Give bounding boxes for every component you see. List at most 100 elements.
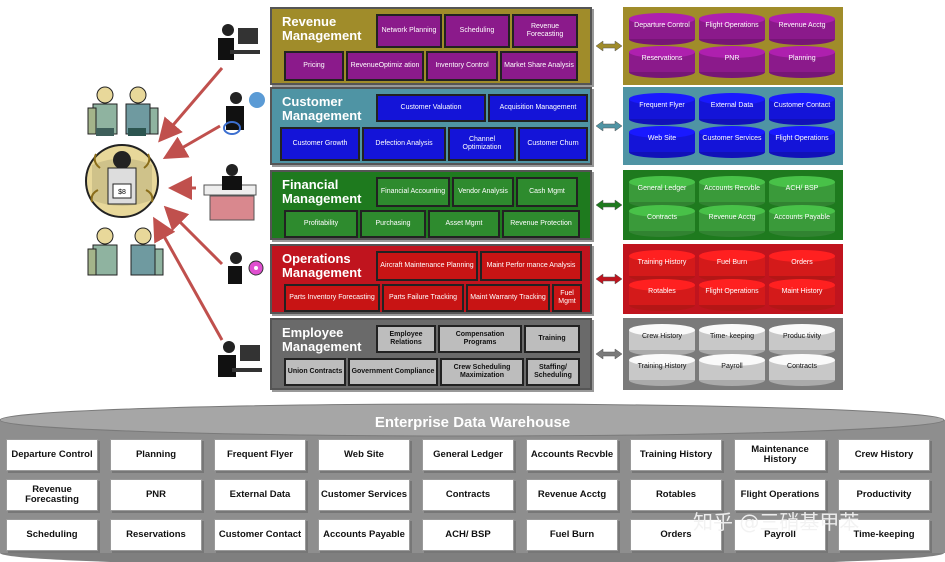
module-customer-3: Defection Analysis [362,127,446,161]
database-label: Maint History [781,288,823,295]
database-label: Frequent Flyer [639,102,685,109]
database-cylinder: Orders [769,250,835,282]
warehouse-tile: Revenue Forecasting [6,479,98,511]
database-label: External Data [710,102,754,109]
module-financial-6: Revenue Protection [502,210,580,238]
band-title-operations: Operations Management [282,251,362,280]
database-label: Training History [637,259,687,266]
module-financial-3: Profitability [284,210,358,238]
link-arrow-employee [595,348,623,360]
module-employee-2: Training [524,325,580,353]
module-financial-2: Cash Mgmt [516,177,578,207]
database-label: Time- keeping [709,333,755,340]
warehouse-tile: Rotables [630,479,722,511]
warehouse-tile: Maintenance History [734,439,826,471]
database-label: Web Site [647,135,677,142]
database-cylinder: External Data [699,93,765,125]
analyst-globe-figure [223,92,265,135]
module-operations-1: Maint Perfor mance Analysis [480,251,582,281]
database-cylinder: Flight Operations [699,279,765,311]
module-financial-1: Vendor Analysis [452,177,514,207]
warehouse-tile: Planning [110,439,202,471]
database-label: Flight Operations [705,288,759,295]
database-label: Orders [791,259,813,266]
module-customer-2: Customer Growth [280,127,360,161]
link-arrow-financial [595,199,623,211]
band-title-employee: Employee Management [282,325,362,354]
executive-figure: $8 [85,144,159,218]
module-employee-0: Employee Relations [376,325,436,353]
module-financial-0: Financial Accounting [376,177,450,207]
module-employee-4: Government Compliance [348,358,438,386]
database-cylinder: Frequent Flyer [629,93,695,125]
module-revenue-5: Inventory Control [426,51,498,81]
warehouse-title: Enterprise Data Warehouse [374,414,571,431]
module-revenue-3: Pricing [284,51,344,81]
module-operations-5: Fuel Mgmt [552,284,582,312]
database-cylinder: Payroll [699,354,765,386]
database-cylinder: Contracts [769,354,835,386]
warehouse-tile: Crew History [838,439,930,471]
warehouse-tile: Time-keeping [838,519,930,551]
database-label: Accounts Recvble [703,185,761,192]
database-cylinder: PNR [699,46,765,78]
database-cylinder: Accounts Payable [769,205,835,237]
database-cylinder: Flight Operations [699,13,765,45]
module-customer-5: Customer Churn [518,127,588,161]
band-title-revenue: Revenue Management [282,14,362,43]
database-label: Payroll [721,363,743,370]
database-cylinder: Flight Operations [769,126,835,158]
database-label: Customer Services [702,135,762,142]
database-label: General Ledger [637,185,687,192]
warehouse-tile: Reservations [110,519,202,551]
module-revenue-2: Revenue Forecasting [512,14,578,48]
warehouse-tile: Departure Control [6,439,98,471]
database-label: Rotables [648,288,676,295]
database-label: Produc tivity [782,333,822,340]
warehouse-tile: Fuel Burn [526,519,618,551]
warehouse-tile: Revenue Acctg [526,479,618,511]
database-cylinder: Maint History [769,279,835,311]
database-label: Training History [637,363,687,370]
warehouse-tile: Contracts [422,479,514,511]
database-cylinder: Departure Control [629,13,695,45]
database-panel-customer: Frequent Flyer External Data Customer Cont… [623,87,843,165]
database-cylinder: Training History [629,354,695,386]
manager-pair-top [87,86,159,136]
database-cylinder: Contracts [629,205,695,237]
database-cylinder: Crew History [629,324,695,356]
analyst-computer-figure-1 [218,24,260,60]
module-customer-0: Customer Valuation [376,94,486,122]
warehouse-tile: Orders [630,519,722,551]
link-arrow-customer [595,120,623,132]
database-cylinder: Training History [629,250,695,282]
database-label: Contracts [787,363,817,370]
database-label: Fuel Burn [716,259,748,266]
band-title-financial: Financial Management [282,177,362,206]
database-label: Revenue Acctg [708,214,756,221]
database-label: Contracts [647,214,677,221]
database-cylinder: Accounts Recvble [699,176,765,208]
module-employee-6: Staffing/ Scheduling [526,358,580,386]
link-arrow-revenue [595,40,623,52]
warehouse-tile: Frequent Flyer [214,439,306,471]
module-financial-4: Purchasing [360,210,426,238]
database-cylinder: Rotables [629,279,695,311]
database-cylinder: Fuel Burn [699,250,765,282]
manager-pair-bottom [87,227,164,276]
database-cylinder: Customer Contact [769,93,835,125]
warehouse-tile: Productivity [838,479,930,511]
database-cylinder: General Ledger [629,176,695,208]
database-label: Departure Control [634,22,690,29]
warehouse-tile: Accounts Payable [318,519,410,551]
module-customer-4: Channel Optimization [448,127,516,161]
warehouse-tile: ACH/ BSP [422,519,514,551]
database-label: Customer Contact [773,102,831,109]
module-operations-3: Parts Failure Tracking [382,284,464,312]
